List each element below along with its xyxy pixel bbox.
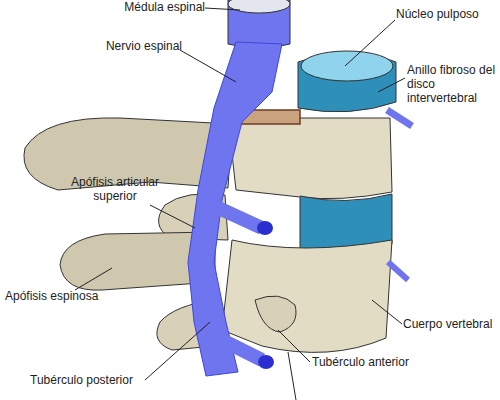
leader-line bbox=[150, 205, 195, 228]
leader-line bbox=[372, 300, 402, 324]
nerve-end bbox=[257, 221, 273, 235]
part-label: Apófisis espinosa bbox=[5, 290, 125, 304]
vertebral-body bbox=[228, 118, 392, 199]
part-label: Nervio espinal bbox=[92, 40, 182, 54]
nerve-branch bbox=[212, 205, 262, 228]
leader-line bbox=[145, 322, 210, 380]
disc-nucleus bbox=[301, 51, 393, 81]
spinal-nerve bbox=[188, 42, 282, 376]
leader-line bbox=[278, 330, 310, 362]
leader-line bbox=[205, 8, 240, 10]
leader-line bbox=[180, 50, 236, 82]
tubercle bbox=[255, 296, 296, 332]
part-label: Anillo fibroso del disco intervertebral bbox=[407, 64, 497, 105]
leader-line bbox=[378, 78, 405, 92]
part-label: Tubérculo posterior bbox=[30, 374, 150, 388]
part-label: Cuerpo vertebral bbox=[403, 318, 498, 332]
nerve-branch bbox=[218, 338, 262, 360]
leader-line bbox=[345, 20, 395, 66]
nerve-branch bbox=[388, 262, 408, 280]
part-label: Tubérculo anterior bbox=[312, 356, 432, 370]
part-label: Médula espinal bbox=[110, 1, 205, 15]
leader-line bbox=[288, 352, 296, 400]
vertebral-body bbox=[222, 240, 392, 352]
part-label: Apófisis articular superior bbox=[60, 176, 170, 204]
nerve-end bbox=[258, 355, 274, 369]
leader-line bbox=[75, 268, 112, 290]
spinal-cord-section bbox=[228, 0, 290, 13]
part-label: Núcleo pulposo bbox=[396, 8, 496, 22]
nerve-branch bbox=[387, 110, 412, 126]
